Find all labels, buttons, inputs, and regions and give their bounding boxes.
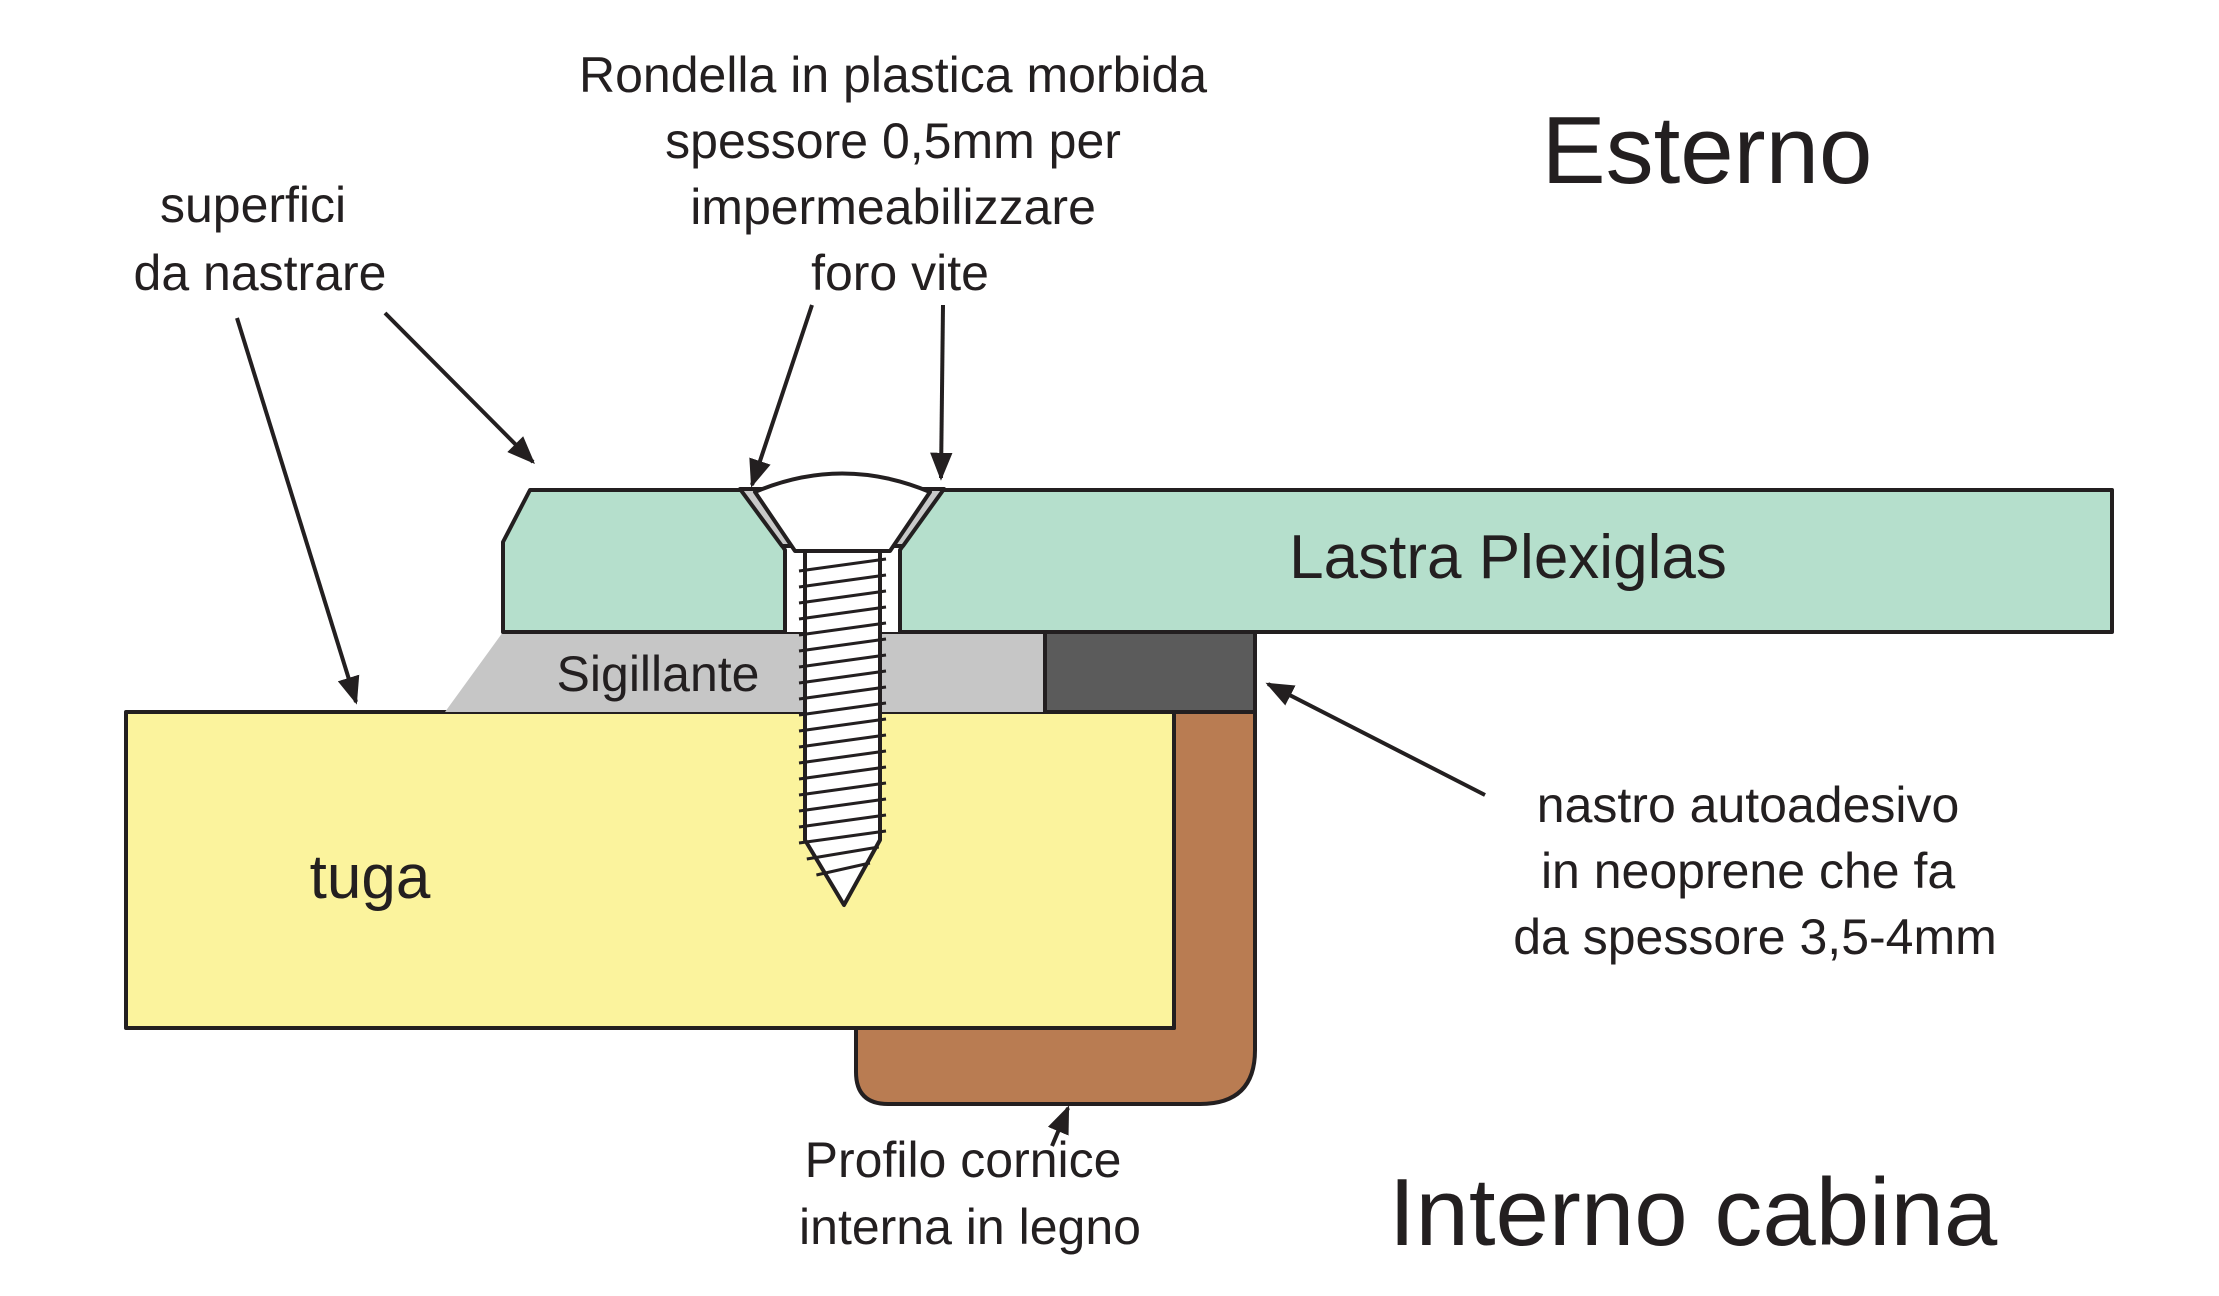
plexiglass-label: Lastra Plexiglas xyxy=(1289,523,1727,592)
screw-thread-line xyxy=(798,813,887,829)
wood-frame-callout: Profilo cornice interna in legno xyxy=(799,1132,1141,1255)
screw-thread-line xyxy=(798,829,887,845)
arrow-tape-surface-top xyxy=(383,311,535,464)
screw-threads xyxy=(798,557,887,877)
screw-thread-line xyxy=(798,669,887,685)
screw-thread-line xyxy=(798,733,887,749)
screw-thread-line xyxy=(806,845,880,861)
screw-shank-icon xyxy=(803,549,882,907)
washer-callout: Rondella in plastica morbida spessore 0,… xyxy=(579,47,1221,301)
screw-thread-line xyxy=(798,621,887,637)
tape-surfaces-callout: superfici da nastrare xyxy=(134,177,387,301)
screw-thread-line xyxy=(798,637,887,653)
sealant-label: Sigillante xyxy=(557,646,760,702)
screw-thread-line xyxy=(798,573,887,589)
screw-thread-line xyxy=(798,605,887,621)
screw-thread-line xyxy=(798,557,887,573)
arrow-neoprene-tape xyxy=(1265,682,1486,797)
neoprene-tape-callout: nastro autoadesivo in neoprene che fa da… xyxy=(1513,777,1997,965)
screw-thread-line xyxy=(816,861,871,877)
cabin-top-label: tuga xyxy=(310,843,431,912)
cabin-top-block xyxy=(124,710,1176,1030)
screw-thread-line xyxy=(798,653,887,669)
neoprene-tape xyxy=(1043,630,1257,714)
screw-thread-line xyxy=(798,749,887,765)
arrow-tape-surface-tuga xyxy=(235,317,360,705)
screw-thread-line xyxy=(798,685,887,701)
screw-thread-line xyxy=(798,781,887,797)
arrow-washer-right xyxy=(930,304,953,481)
inside-label: Interno cabina xyxy=(1389,1159,1998,1266)
screw-thread-line xyxy=(798,701,887,717)
screw-thread-line xyxy=(798,765,887,781)
arrow-wood-frame xyxy=(1047,1105,1070,1147)
screw-head-icon xyxy=(753,471,932,553)
screw-thread-line xyxy=(798,589,887,605)
outside-label: Esterno xyxy=(1542,97,1873,204)
screw-thread-line xyxy=(798,797,887,813)
sealant-layer xyxy=(445,632,1045,712)
screw-thread-line xyxy=(798,717,887,733)
arrow-washer-left xyxy=(749,304,814,488)
